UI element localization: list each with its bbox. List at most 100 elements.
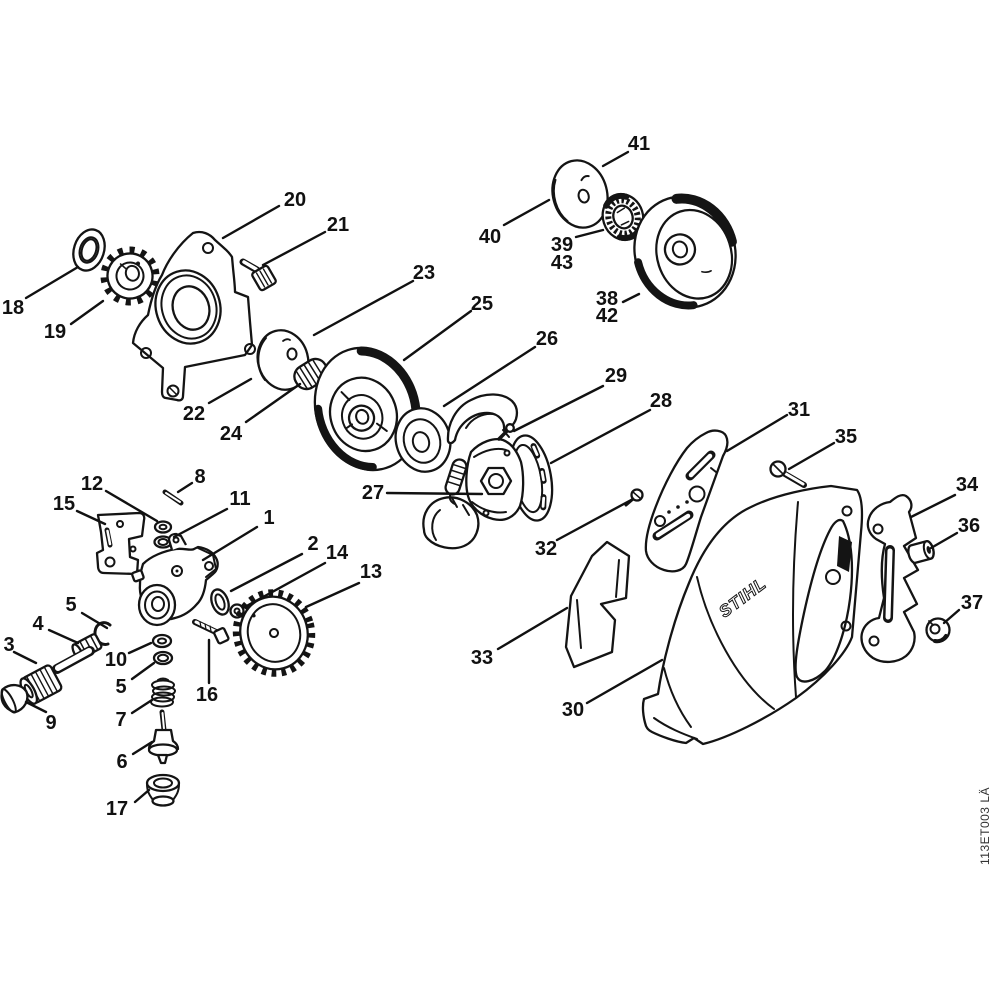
callout-43: 43 xyxy=(551,252,573,274)
leader-line-14 xyxy=(241,561,327,610)
oiler-bracket-15 xyxy=(95,511,146,576)
washer-10 xyxy=(151,633,173,649)
leader-line-25 xyxy=(402,309,473,362)
callout-33: 33 xyxy=(471,647,493,669)
nut-37 xyxy=(925,617,951,644)
leader-line-24 xyxy=(244,382,302,424)
callout-41: 41 xyxy=(628,133,650,155)
chain-sprocket-13 xyxy=(232,589,316,677)
callout-4: 4 xyxy=(32,613,44,635)
callout-22: 22 xyxy=(183,403,205,425)
leader-line-30 xyxy=(585,658,664,705)
pin-8 xyxy=(162,489,184,506)
sealing-ring-18 xyxy=(72,228,106,272)
leader-line-31 xyxy=(725,413,789,453)
leader-line-33 xyxy=(496,606,569,651)
leader-line-15 xyxy=(75,509,107,526)
callout-27: 27 xyxy=(362,482,384,504)
callout-20: 20 xyxy=(284,189,306,211)
clutch-shoe-upper xyxy=(446,393,519,445)
tensioner-slide-33 xyxy=(564,540,631,669)
callout-17: 17 xyxy=(106,798,128,820)
sprocket-drum-38-42 xyxy=(633,193,737,310)
leader-line-8 xyxy=(176,481,194,494)
oil-pump-body-1 xyxy=(131,532,219,627)
spring-7 xyxy=(150,677,176,708)
leader-line-11 xyxy=(172,507,229,539)
leader-line-27 xyxy=(385,491,484,496)
callout-23: 23 xyxy=(413,262,435,284)
callout-26: 26 xyxy=(536,328,558,350)
callout-12: 12 xyxy=(81,473,103,495)
callout-35: 35 xyxy=(835,426,857,448)
callout-36: 36 xyxy=(958,515,980,537)
adjuster-screw-3 xyxy=(19,646,95,705)
leader-line-5 xyxy=(80,611,109,630)
clutch-carrier-27 xyxy=(465,438,525,521)
leader-line-22 xyxy=(207,377,253,405)
leader-line-40 xyxy=(502,198,551,227)
leader-line-29 xyxy=(512,384,605,433)
callout-1: 1 xyxy=(263,507,274,529)
washer-11 xyxy=(153,535,173,549)
washer-26 xyxy=(394,407,452,473)
leader-line-39 xyxy=(574,228,605,239)
clutch-drum-25 xyxy=(313,346,421,472)
clutch-shoe-lower xyxy=(422,496,480,550)
callout-24: 24 xyxy=(220,423,243,445)
callout-9: 9 xyxy=(45,712,56,734)
callout-29: 29 xyxy=(605,365,627,387)
leader-line-23 xyxy=(312,279,415,337)
leader-line-13 xyxy=(304,581,361,609)
leader-line-21 xyxy=(261,230,327,267)
callout-34: 34 xyxy=(956,474,979,496)
leader-line-1 xyxy=(201,525,259,562)
leader-line-5 xyxy=(130,661,156,681)
callout-38: 38 xyxy=(596,288,618,310)
callout-18: 18 xyxy=(2,297,24,319)
callout-30: 30 xyxy=(562,699,584,721)
washer-5 xyxy=(152,650,174,666)
callout-8: 8 xyxy=(194,466,205,488)
leader-line-12 xyxy=(104,489,159,523)
callout-21: 21 xyxy=(327,214,349,236)
leader-line-18 xyxy=(24,265,80,300)
needle-cage-39-43 xyxy=(601,192,645,242)
leader-line-26 xyxy=(442,345,537,408)
leader-line-2 xyxy=(229,552,304,593)
oil-pump-cover-plate-20 xyxy=(131,230,256,402)
callout-19: 19 xyxy=(44,321,66,343)
seal-2 xyxy=(210,588,230,616)
leader-line-32 xyxy=(555,497,635,542)
leader-line-19 xyxy=(69,299,105,326)
callout-39: 39 xyxy=(551,234,573,256)
leader-line-37 xyxy=(942,608,961,625)
drive-gear-19 xyxy=(100,246,160,306)
leader-line-35 xyxy=(787,441,836,471)
callout-15: 15 xyxy=(53,493,75,515)
bumper-spike-34 xyxy=(860,493,920,664)
grommet-17 xyxy=(145,773,181,807)
pump-plunger-6 xyxy=(147,709,180,765)
screw-16 xyxy=(192,619,230,645)
callout-5: 5 xyxy=(115,676,126,698)
spring-screw-29 xyxy=(497,423,515,441)
screw-21 xyxy=(239,258,277,292)
leader-line-34 xyxy=(909,493,957,519)
chain-guard-plate-31 xyxy=(644,429,729,573)
washer-12 xyxy=(153,520,173,534)
leader-line-4 xyxy=(47,628,80,645)
callout-16: 16 xyxy=(196,684,218,706)
callout-2: 2 xyxy=(307,533,318,555)
leader-line-10 xyxy=(127,641,153,655)
callout-32: 32 xyxy=(535,538,557,560)
callout-3: 3 xyxy=(3,634,14,656)
callout-10: 10 xyxy=(105,649,127,671)
callout-40: 40 xyxy=(479,226,501,248)
sprocket-cover-30: STIHL xyxy=(641,484,864,746)
callout-31: 31 xyxy=(788,399,810,421)
screw-35 xyxy=(769,460,807,488)
